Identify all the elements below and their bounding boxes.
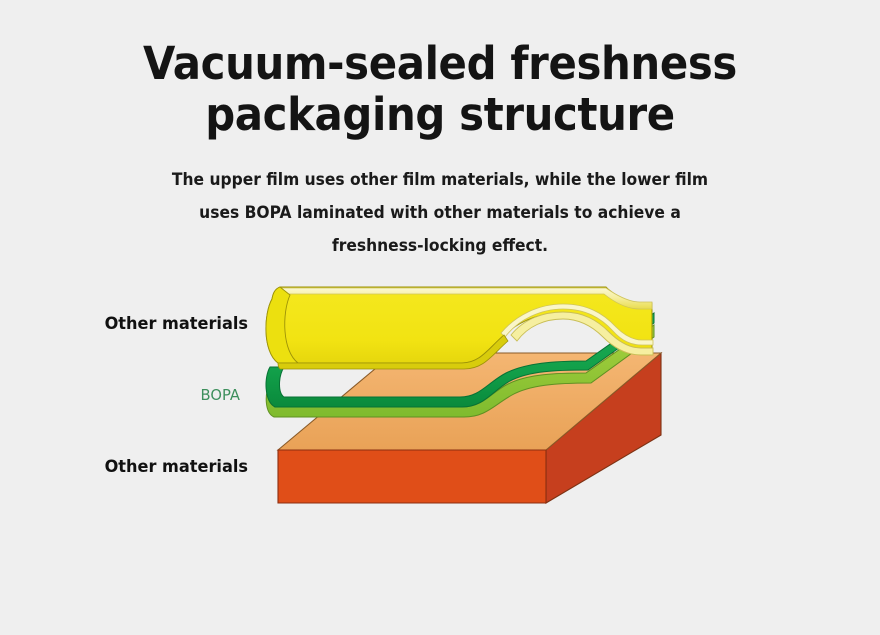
upper-film-inner-edge — [500, 303, 654, 346]
upper-film-layer — [265, 286, 654, 370]
diagram-container — [0, 285, 880, 515]
label-bopa-layer: BOPA — [200, 386, 240, 404]
page-subtitle: The upper film uses other film materials… — [171, 170, 709, 255]
label-top-layer: Other materials — [104, 314, 248, 334]
upper-film-left-cap — [265, 286, 300, 364]
packaging-layer-diagram — [265, 286, 663, 504]
upper-film-dip-edge — [510, 311, 654, 356]
upper-film-bottom-edge — [277, 334, 509, 370]
heading-block: Vacuum-sealed freshness packaging struct… — [0, 38, 880, 140]
page-title: Vacuum-sealed freshness packaging struct… — [143, 37, 737, 141]
label-bottom-layer: Other materials — [104, 457, 248, 477]
substrate-front-face — [277, 449, 547, 504]
